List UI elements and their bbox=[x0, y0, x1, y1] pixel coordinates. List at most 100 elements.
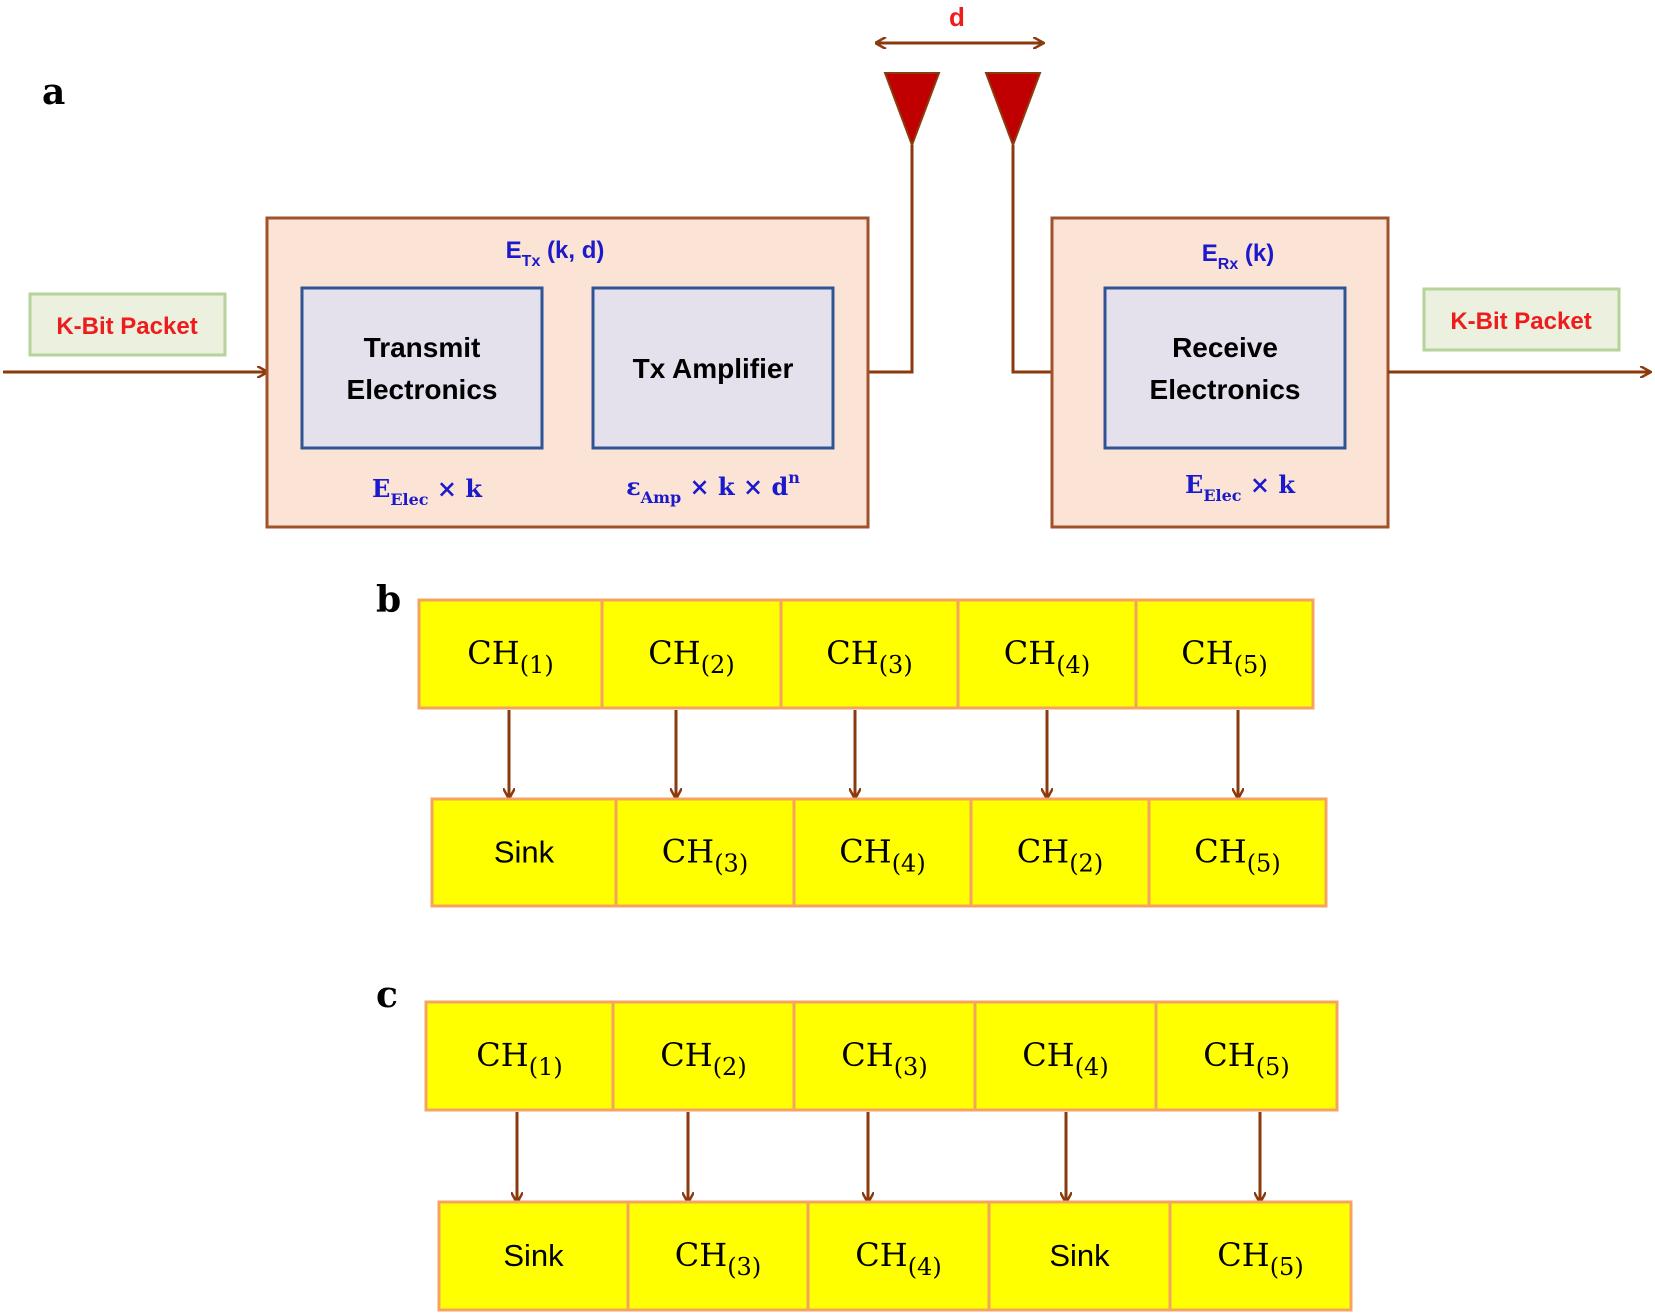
transmit-electronics-line2: Electronics bbox=[347, 374, 498, 405]
receive-electronics-line1: Receive bbox=[1172, 332, 1278, 363]
panel-b-bottom-cell-main-2: CH bbox=[662, 833, 714, 871]
panel-c-top-cell-main-5: CH bbox=[1203, 1036, 1255, 1074]
panel-b-label: b bbox=[376, 579, 401, 621]
panel-b-bottom-cell-1 bbox=[430, 797, 618, 908]
panel-b-top-cell-label-1: CH(1) bbox=[467, 634, 553, 679]
panel-c-top-cell-label-1: CH(1) bbox=[476, 1036, 562, 1081]
panel-b-top-cell-label-5: CH(5) bbox=[1181, 634, 1267, 679]
tx-elec-main: E bbox=[372, 474, 390, 503]
panel-b-bottom-cell-4 bbox=[969, 797, 1151, 908]
panel-b-top-cell-main-4: CH bbox=[1004, 634, 1056, 672]
rx-antenna-feed bbox=[1011, 145, 1052, 374]
panel-c-bottom-cell-4 bbox=[987, 1200, 1172, 1312]
panel-c-bottom-cell-label-2: CH(3) bbox=[675, 1236, 761, 1281]
panel-c-top-cell-3 bbox=[792, 1000, 977, 1112]
tx-antenna-feed bbox=[868, 145, 914, 374]
receive-electronics-box bbox=[1103, 286, 1347, 450]
tx-amp-rest: × k × d bbox=[681, 472, 788, 501]
rx-elec-formula: EElec × k bbox=[1185, 470, 1296, 505]
panel-b-arrows bbox=[509, 710, 1238, 798]
tx-elec-sub: Elec bbox=[390, 490, 428, 509]
panel-b-top-cell-main-2: CH bbox=[648, 634, 700, 672]
rx-antenna-icon bbox=[984, 72, 1042, 148]
input-packet-label: K-Bit Packet bbox=[56, 313, 197, 340]
output-packet-label: K-Bit Packet bbox=[1450, 308, 1591, 335]
panel-b-top-cell-2 bbox=[600, 598, 783, 710]
panel-c-top-cell-label-3: CH(3) bbox=[841, 1036, 927, 1081]
panel-c-top-cell-main-2: CH bbox=[660, 1036, 712, 1074]
panel-b-bottom-cell-main-5: CH bbox=[1194, 833, 1246, 871]
panel-c-top-cell-label-2: CH(2) bbox=[660, 1036, 746, 1081]
rx-energy-main: E bbox=[1202, 240, 1218, 267]
panel-c-bottom-cell-main-3: CH bbox=[855, 1236, 907, 1274]
panel-c-bottom-cell-label-5: CH(5) bbox=[1217, 1236, 1303, 1281]
panel-b-bottom-cell-sub-3: (4) bbox=[892, 850, 926, 878]
panel-b-top-cell-sub-4: (4) bbox=[1056, 651, 1090, 679]
panel-c-bottom-cell-main-4: Sink bbox=[1049, 1238, 1110, 1273]
panel-c-bottom-cell-main-1: Sink bbox=[503, 1238, 564, 1273]
rx-energy-sub: Rx bbox=[1218, 256, 1239, 273]
panel-c-top-row: CH(1)CH(2)CH(3)CH(4)CH(5) bbox=[424, 1000, 1339, 1112]
panel-b-top-cell-sub-3: (3) bbox=[879, 651, 913, 679]
panel-b-bottom-cell-sub-5: (5) bbox=[1247, 850, 1281, 878]
panel-b-bottom-cell-label-2: CH(3) bbox=[662, 833, 748, 878]
rx-elec-sub: Elec bbox=[1203, 486, 1241, 505]
panel-b-bottom-cell-main-3: CH bbox=[839, 833, 891, 871]
panel-b-bottom-cell-sub-2: (3) bbox=[714, 850, 748, 878]
panel-c-top-cell-sub-5: (5) bbox=[1256, 1053, 1290, 1081]
panel-c-bottom-cell-label-1: Sink bbox=[503, 1238, 564, 1273]
panel-c-top-cell-label-5: CH(5) bbox=[1203, 1036, 1289, 1081]
panel-b-bottom-cell-sub-4: (2) bbox=[1069, 850, 1103, 878]
panel-b-bottom-cell-label-3: CH(4) bbox=[839, 833, 925, 878]
panel-b-bottom-cell-label-4: CH(2) bbox=[1017, 833, 1103, 878]
panel-b-top-cell-3 bbox=[779, 598, 960, 710]
panel-c-bottom-cell-2 bbox=[626, 1200, 810, 1312]
panel-b-top-cell-sub-1: (1) bbox=[520, 651, 554, 679]
panel-b-bottom-cell-label-5: CH(5) bbox=[1194, 833, 1280, 878]
tx-energy-label: ETx (k, d) bbox=[506, 237, 605, 270]
distance-label: d bbox=[949, 2, 965, 32]
panel-c-bottom-cell-main-5: CH bbox=[1217, 1236, 1269, 1274]
panel-b-top-cell-4 bbox=[956, 598, 1138, 710]
rx-elec-rest: × k bbox=[1242, 470, 1297, 499]
tx-amplifier-label: Tx Amplifier bbox=[633, 353, 794, 384]
panel-c-arrows bbox=[517, 1112, 1260, 1202]
panel-c-bottom-cell-sub-3: (4) bbox=[908, 1253, 942, 1281]
tx-energy-sub: Tx bbox=[522, 253, 541, 270]
panel-c-top-cell-main-3: CH bbox=[841, 1036, 893, 1074]
panel-b-bottom-cell-main-4: CH bbox=[1017, 833, 1069, 871]
panel-b-top-cell-label-2: CH(2) bbox=[648, 634, 734, 679]
panel-b-top-cell-sub-5: (5) bbox=[1234, 651, 1268, 679]
panel-b-top-cell-main-1: CH bbox=[467, 634, 519, 672]
panel-c-bottom-cell-main-2: CH bbox=[675, 1236, 727, 1274]
panel-b-top-cell-main-3: CH bbox=[826, 634, 878, 672]
panel-c-top-cell-label-4: CH(4) bbox=[1022, 1036, 1108, 1081]
panel-c-top-cell-sub-2: (2) bbox=[713, 1053, 747, 1081]
panel-a-label: a bbox=[42, 71, 65, 113]
panel-b-top-cell-label-3: CH(3) bbox=[826, 634, 912, 679]
output-packet-box bbox=[1422, 287, 1621, 352]
tx-amp-main: ε bbox=[626, 472, 641, 501]
rx-energy-label: ERx (k) bbox=[1202, 240, 1274, 273]
panel-c-top-cell-5 bbox=[1154, 1000, 1339, 1112]
panel-c-top-cell-main-4: CH bbox=[1022, 1036, 1074, 1074]
tx-amp-sub: Amp bbox=[640, 488, 682, 507]
rx-elec-main: E bbox=[1185, 470, 1203, 499]
panel-b-top-row: CH(1)CH(2)CH(3)CH(4)CH(5) bbox=[417, 598, 1315, 710]
panel-b-top-cell-1 bbox=[417, 598, 604, 710]
panel-c-top-cell-sub-3: (3) bbox=[894, 1053, 928, 1081]
panel-a: a d K-Bit Packet ETx (k, d) Transmit Ele… bbox=[3, 2, 1650, 529]
tx-amp-sup: n bbox=[788, 468, 800, 487]
tx-amp-formula: εAmp × k × dn bbox=[626, 468, 800, 507]
panel-c-top-cell-sub-1: (1) bbox=[529, 1053, 563, 1081]
transmit-electronics-box bbox=[300, 286, 544, 450]
rx-energy-args: (k) bbox=[1238, 240, 1274, 267]
tx-amplifier-box bbox=[591, 286, 835, 450]
tx-energy-main: E bbox=[506, 237, 522, 264]
panel-b-top-cell-label-4: CH(4) bbox=[1004, 634, 1090, 679]
panel-c-top-cell-main-1: CH bbox=[476, 1036, 528, 1074]
